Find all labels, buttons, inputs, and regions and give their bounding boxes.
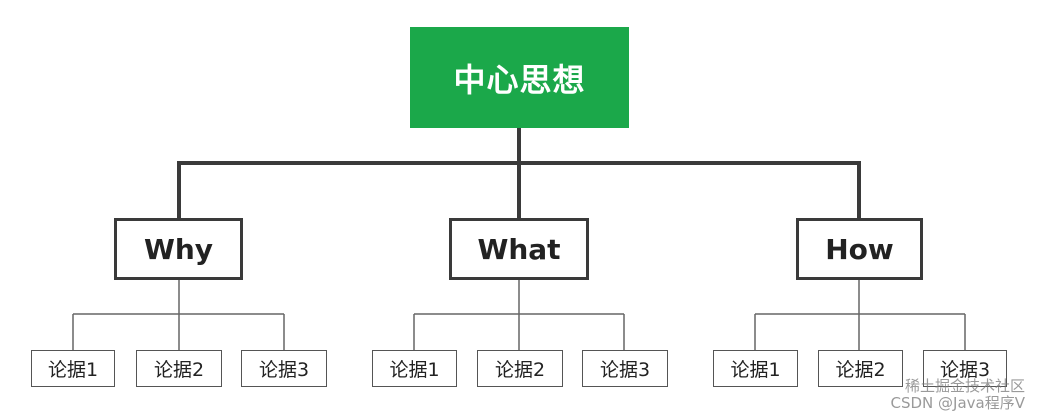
leaf-connectors xyxy=(72,280,966,351)
leaf-node: 论据3 xyxy=(241,350,327,387)
leaf-label: 论据2 xyxy=(835,359,886,381)
leaf-label: 论据1 xyxy=(730,359,781,381)
leaf-node: 论据2 xyxy=(818,350,903,387)
leaf-label: 论据3 xyxy=(258,359,310,381)
watermark: 稀土掘金技术社区 CSDN @Java程序V xyxy=(891,378,1025,412)
leaf-node: 论据1 xyxy=(31,350,115,387)
leaf-node: 论据3 xyxy=(923,350,1007,387)
leaf-node: 论据3 xyxy=(582,350,668,387)
root-node: 中心思想 xyxy=(410,27,629,128)
branch-node-what: What xyxy=(449,218,589,280)
root-connectors xyxy=(177,128,861,219)
branch-label: Why xyxy=(143,232,214,266)
branch-node-how: How xyxy=(796,218,923,280)
leaf-label: 论据3 xyxy=(599,359,651,381)
leaf-label: 论据1 xyxy=(389,359,440,381)
leaf-label: 论据2 xyxy=(153,359,205,381)
leaf-label: 论据3 xyxy=(939,359,991,381)
watermark-line1: 稀土掘金技术社区 xyxy=(904,377,1025,395)
leaf-node: 论据2 xyxy=(477,350,563,387)
branch-label: How xyxy=(825,232,894,266)
leaf-label: 论据1 xyxy=(47,359,99,381)
leaf-node: 论据2 xyxy=(136,350,222,387)
leaf-node: 论据1 xyxy=(713,350,798,387)
branch-node-why: Why xyxy=(114,218,243,280)
leaf-node: 论据1 xyxy=(372,350,457,387)
watermark-line2: CSDN @Java程序V xyxy=(890,394,1025,412)
leaf-label: 论据2 xyxy=(494,359,546,381)
root-label: 中心思想 xyxy=(453,60,586,99)
branch-label: What xyxy=(477,232,561,266)
